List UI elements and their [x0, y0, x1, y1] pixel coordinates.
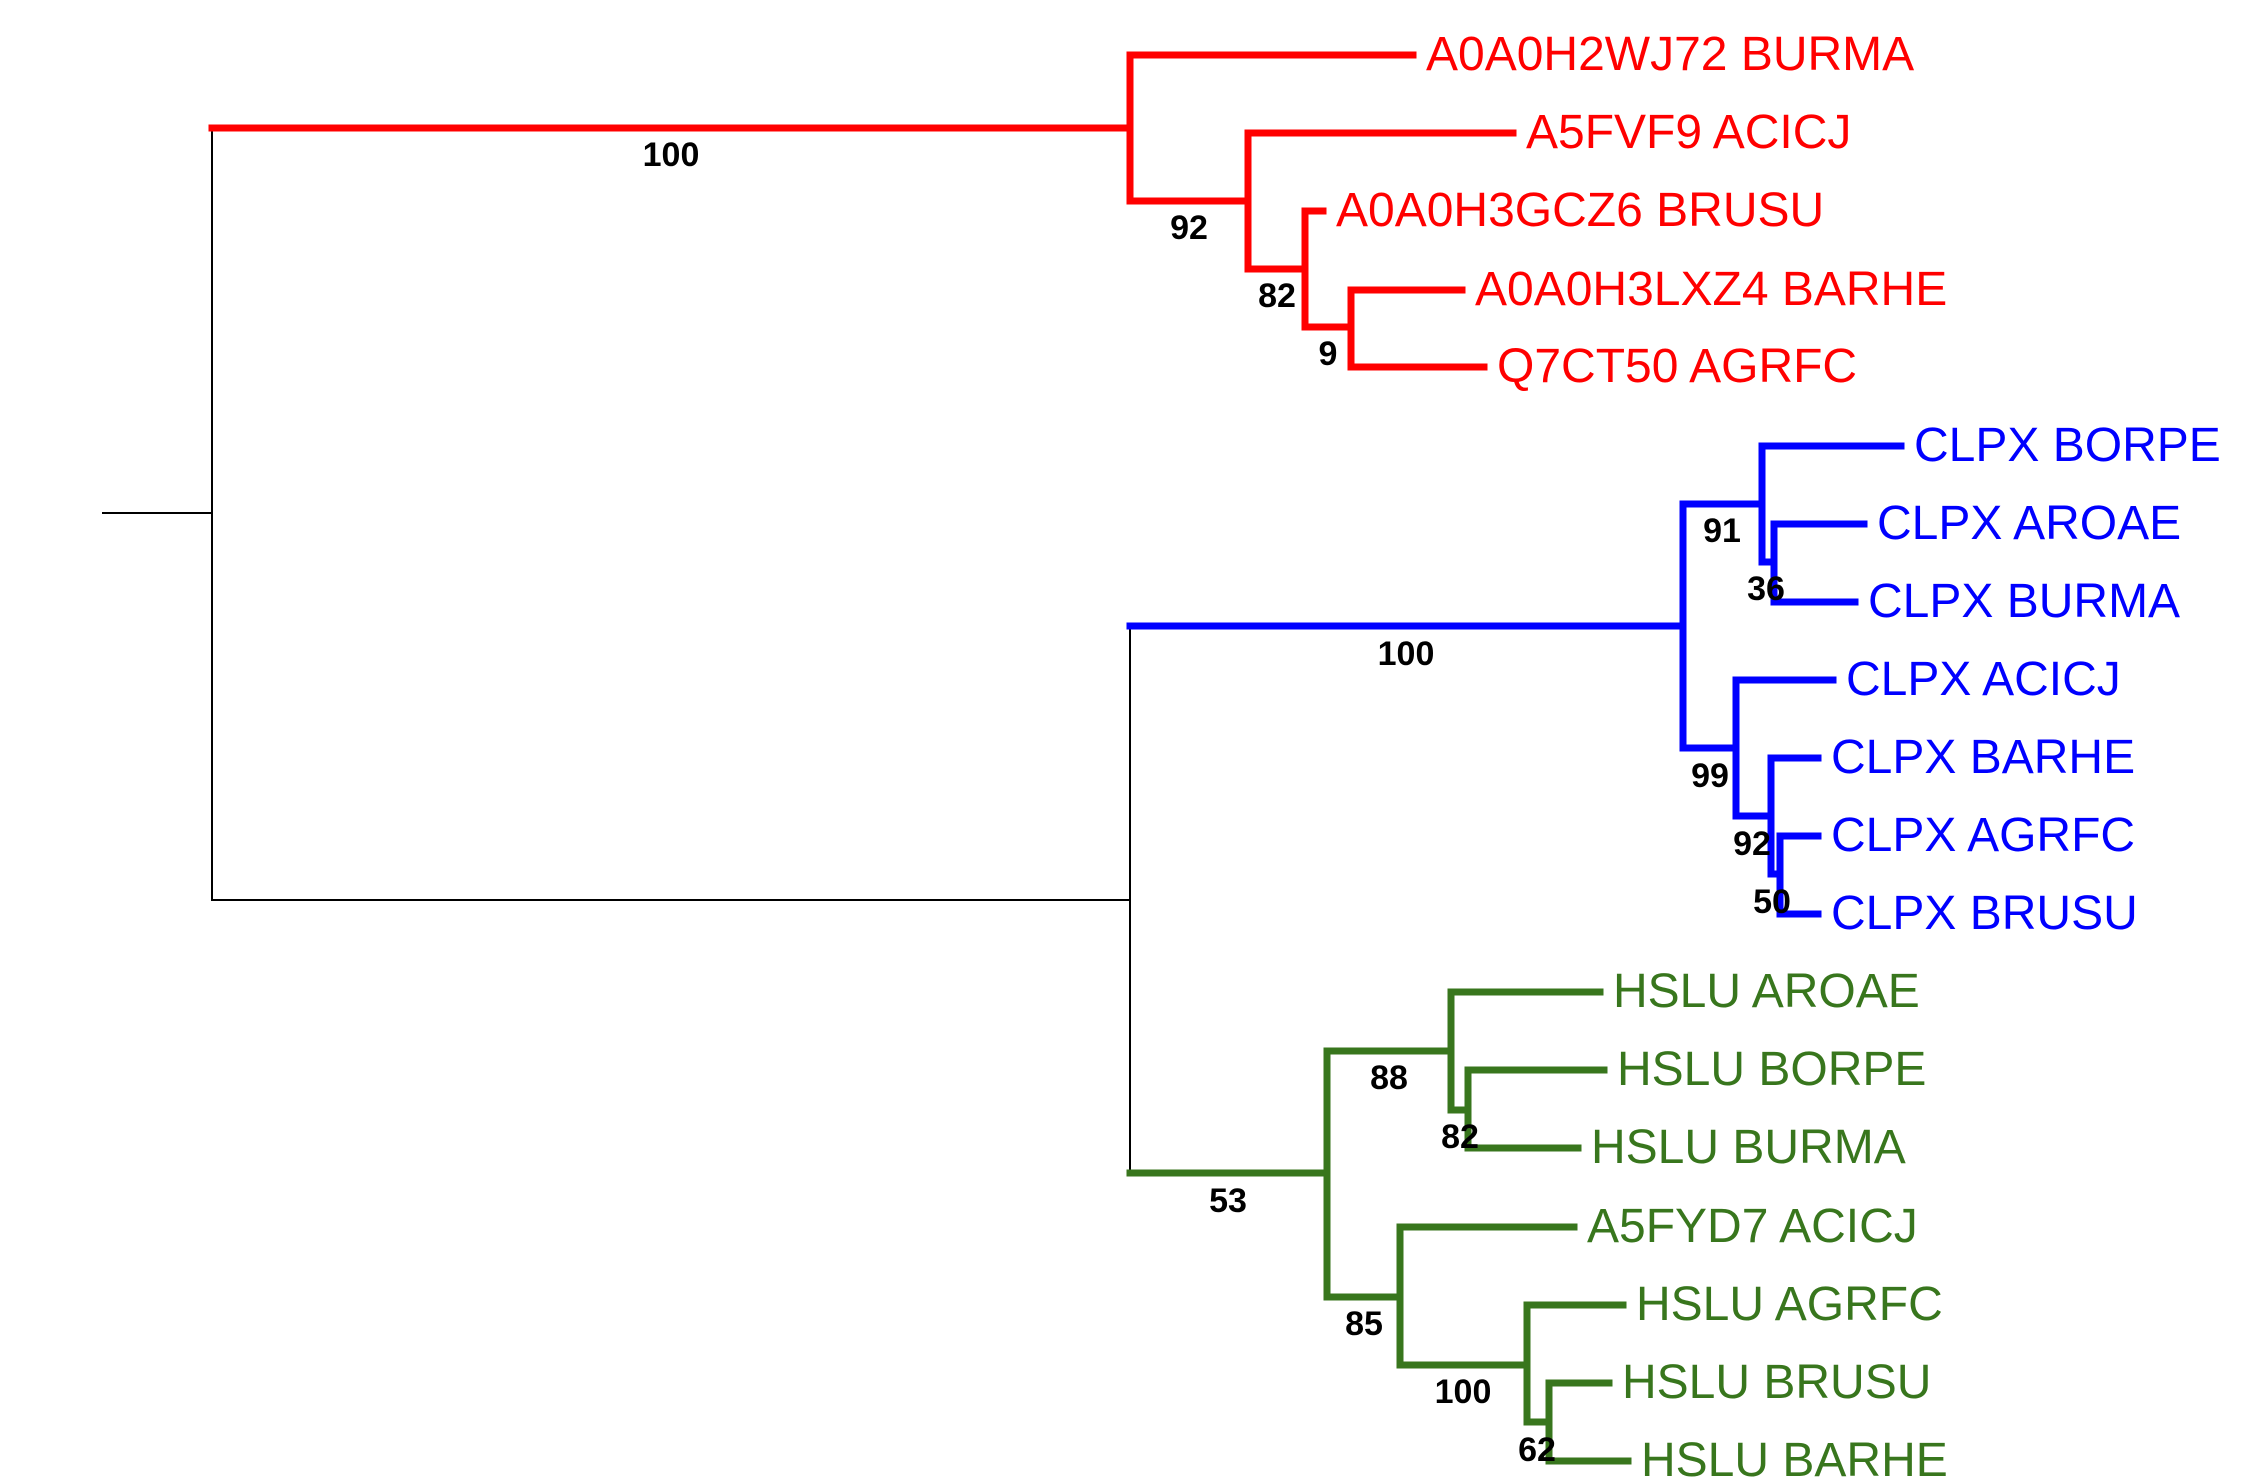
leaf-label: CLPX BRUSU — [1831, 887, 2138, 940]
leaf-label: A0A0H2WJ72 BURMA — [1426, 28, 1914, 81]
support-value: 92 — [1733, 825, 1771, 863]
leaf-label: HSLU BURMA — [1591, 1121, 1906, 1174]
tree-branches — [102, 51, 1905, 1465]
support-value: 82 — [1441, 1118, 1479, 1156]
support-value: 88 — [1370, 1059, 1408, 1097]
leaf-label: HSLU AROAE — [1613, 965, 1920, 1018]
support-value: 9 — [1319, 335, 1338, 373]
leaf-label: CLPX AROAE — [1877, 497, 2181, 550]
leaf-label: HSLU AGRFC — [1636, 1278, 1943, 1331]
support-value: 100 — [1378, 635, 1435, 673]
leaf-label: CLPX BARHE — [1831, 731, 2135, 784]
support-value: 50 — [1753, 883, 1791, 921]
support-value: 92 — [1170, 209, 1208, 247]
tree-labels: A0A0H2WJ72 BURMA A5FVF9 ACICJ A0A0H3GCZ6 B… — [643, 28, 2221, 1478]
support-value: 99 — [1691, 757, 1729, 795]
leaf-label: CLPX BURMA — [1868, 575, 2180, 628]
leaf-label: Q7CT50 AGRFC — [1497, 340, 1857, 393]
support-value: 100 — [1435, 1373, 1492, 1411]
leaf-label: A5FYD7 ACICJ — [1587, 1200, 1918, 1253]
leaf-label: CLPX AGRFC — [1831, 809, 2135, 862]
support-value: 91 — [1703, 512, 1741, 550]
leaf-label: CLPX BORPE — [1914, 419, 2221, 472]
support-value: 100 — [643, 136, 700, 174]
leaf-label: A0A0H3GCZ6 BRUSU — [1336, 184, 1824, 237]
leaf-label: A5FVF9 ACICJ — [1526, 106, 1851, 159]
support-value: 82 — [1258, 277, 1296, 315]
leaf-label: HSLU BRUSU — [1622, 1356, 1931, 1409]
support-value: 36 — [1747, 570, 1785, 608]
leaf-label: HSLU BARHE — [1641, 1434, 1948, 1478]
support-value: 53 — [1209, 1182, 1247, 1220]
leaf-label: CLPX ACICJ — [1846, 653, 2121, 706]
leaf-label: HSLU BORPE — [1617, 1043, 1926, 1096]
support-value: 62 — [1518, 1431, 1556, 1469]
leaf-label: A0A0H3LXZ4 BARHE — [1475, 263, 1947, 316]
support-value: 85 — [1345, 1305, 1383, 1343]
